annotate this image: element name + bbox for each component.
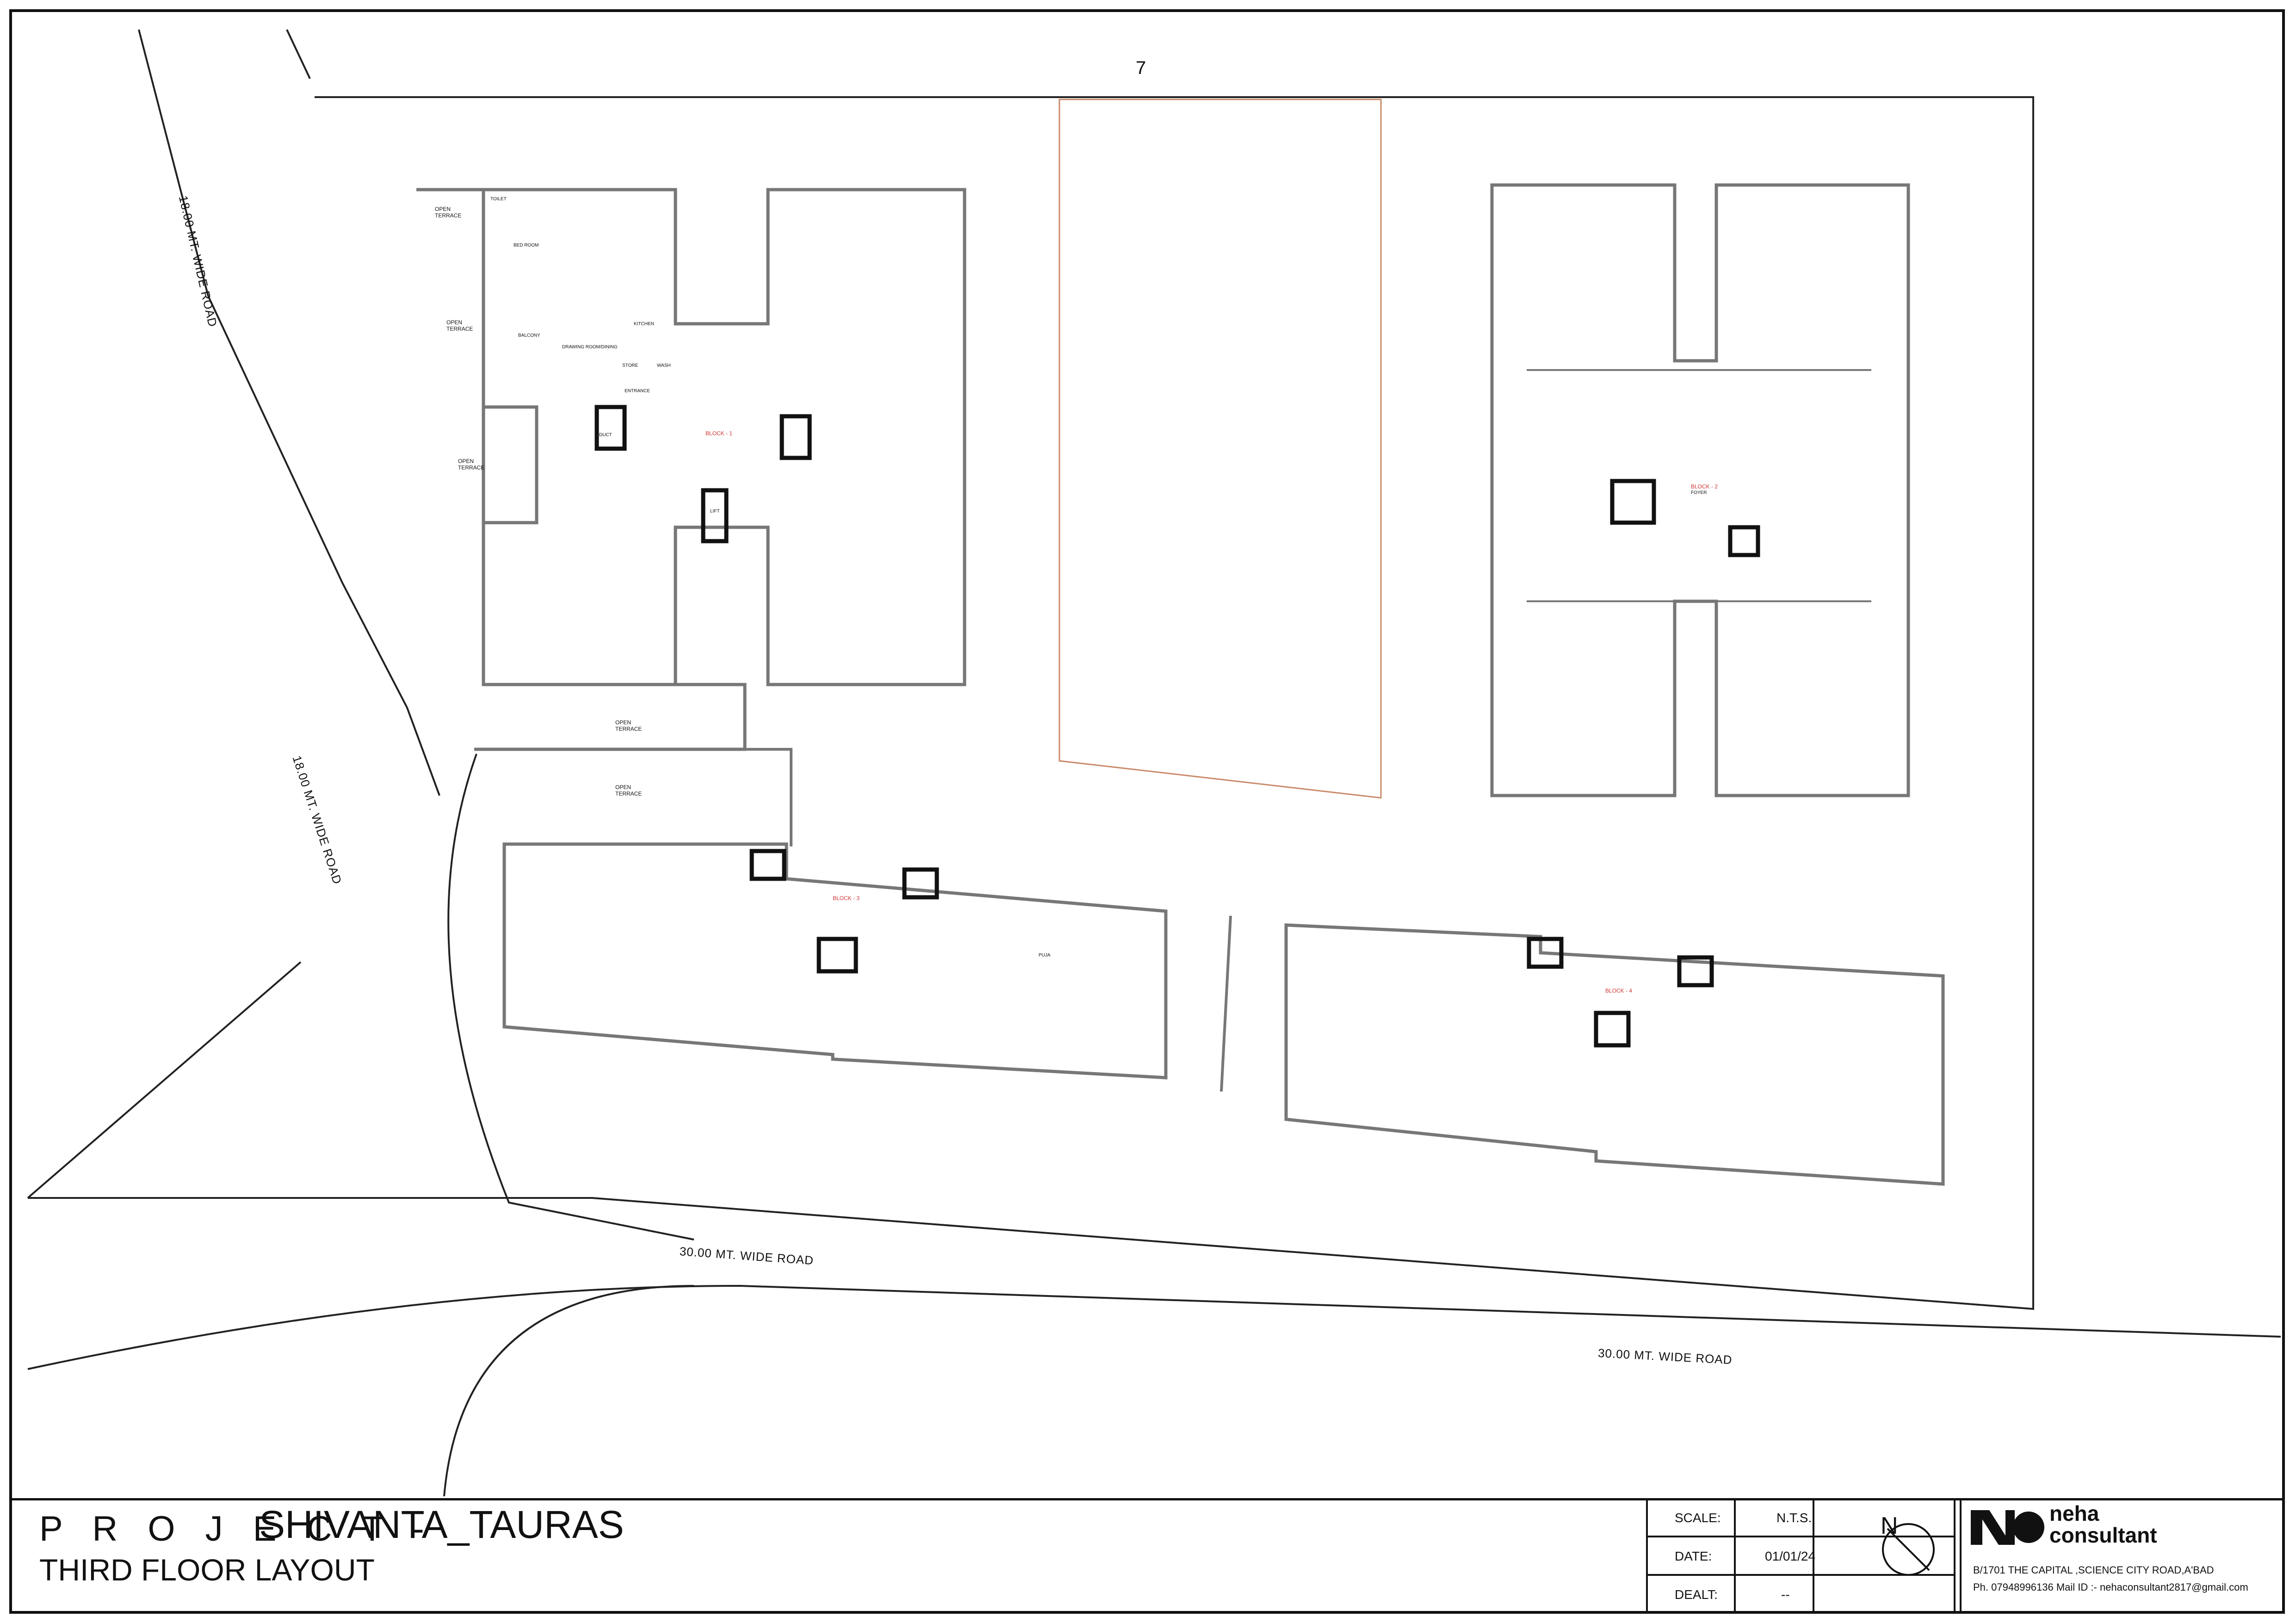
- firm-contact: Ph. 07948996136 Mail ID :- nehaconsultan…: [1973, 1581, 2248, 1593]
- dealt-value: --: [1781, 1587, 1790, 1602]
- block-3: [502, 842, 1168, 1080]
- date-label: DATE:: [1675, 1549, 1712, 1563]
- road-edge-bottom-2: [27, 1284, 2281, 1370]
- room-label: DUCT: [599, 432, 612, 438]
- room-label: FOYER: [1691, 490, 1707, 495]
- road-curve: [447, 753, 694, 1240]
- terrace-divider-2: [715, 748, 792, 846]
- room-label: BED ROOM: [514, 243, 539, 248]
- firm-logo-icon: [1971, 1510, 2044, 1545]
- left-road-edge-2: [27, 961, 302, 1199]
- project-label: P R O J E C T -: [39, 1509, 434, 1549]
- plot-number: 7: [1136, 58, 1146, 78]
- firm-address: B/1701 THE CAPITAL ,SCIENCE CITY ROAD,A'…: [1973, 1564, 2214, 1576]
- layout-title: THIRD FLOOR LAYOUT: [39, 1553, 375, 1587]
- firm-name-line1: neha: [2049, 1501, 2099, 1525]
- terrace-label: OPEN TERRACE: [458, 458, 485, 471]
- road-edge-left-outer: [286, 29, 311, 79]
- room-label: TOILET: [490, 197, 507, 202]
- adjacent-plot: [1058, 99, 1382, 799]
- block-label: BLOCK - 1: [706, 430, 733, 437]
- terrace-label: OPEN TERRACE: [446, 319, 473, 332]
- scale-label: SCALE:: [1675, 1511, 1721, 1525]
- terrace-label: OPEN TERRACE: [615, 784, 642, 797]
- north-label: N: [1881, 1512, 1898, 1539]
- room-label: DRAWING ROOM/DINING: [562, 345, 618, 350]
- block-label: BLOCK - 3: [833, 895, 860, 901]
- room-label: PUJA: [1039, 953, 1051, 958]
- room-label: BALCONY: [518, 333, 540, 338]
- room-label: STORE: [622, 363, 638, 368]
- room-label: KITCHEN: [634, 321, 654, 327]
- dealt-label: DEALT:: [1675, 1587, 1718, 1602]
- block-2: [1490, 183, 1910, 797]
- title-block: P R O J E C T - SHIVANTA_TAURAS THIRD FL…: [9, 1498, 2285, 1614]
- scale-value: N.T.S.: [1776, 1511, 1812, 1525]
- terrace-divider: [1220, 915, 1232, 1092]
- road-edge-left: [138, 29, 440, 796]
- date-value: 01/01/24: [1765, 1549, 1815, 1563]
- block-4: [1284, 923, 1945, 1186]
- room-label: WASH: [657, 363, 671, 368]
- terrace-label: OPEN TERRACE: [615, 719, 642, 732]
- room-label: ENTRANCE: [625, 389, 650, 394]
- road-edge-bottom-3: [443, 1285, 694, 1497]
- terrace-label: OPEN TERRACE: [435, 206, 462, 219]
- title-block-grid: [1646, 1498, 1962, 1614]
- firm-name-line2: consultant: [2049, 1523, 2157, 1547]
- block-label: BLOCK - 4: [1605, 987, 1633, 994]
- room-label: LIFT: [710, 509, 720, 514]
- block-label: BLOCK - 2: [1691, 483, 1718, 490]
- plot-boundary: [315, 96, 2034, 1310]
- project-name: SHIVANTA_TAURAS: [259, 1503, 624, 1546]
- block-1: [416, 188, 966, 751]
